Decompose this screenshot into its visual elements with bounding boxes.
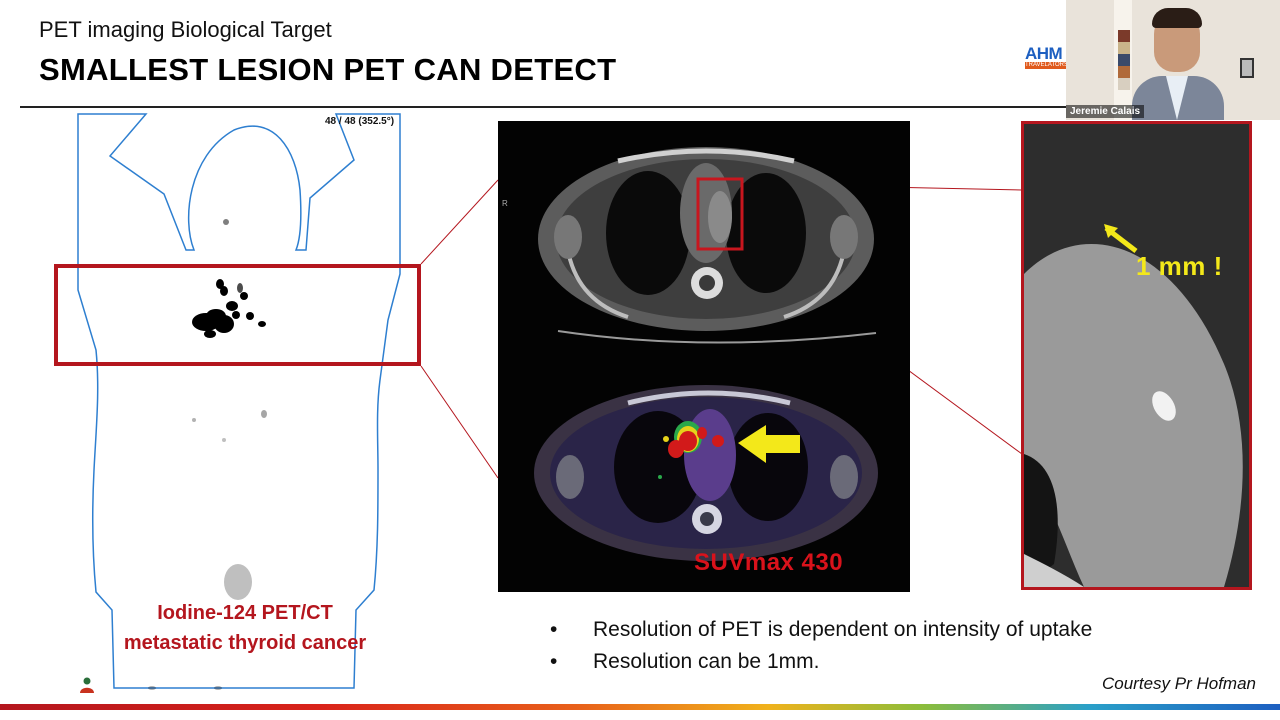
pet-lesion-arrow: [738, 425, 800, 463]
title-divider: [20, 106, 1280, 108]
background-books: [1118, 30, 1130, 90]
ct-scan-graphics: [534, 147, 878, 561]
ct-lesion-highlight: [696, 177, 744, 251]
brand-color-bar: [0, 704, 1280, 710]
suvmax-label: SUVmax 430: [694, 549, 844, 576]
participant-name-label: Jeremie Calais: [1066, 105, 1145, 118]
pet-caption: Iodine-124 PET/CT metastatic thyroid can…: [90, 598, 400, 658]
ct-axial-slice: [538, 147, 877, 344]
pet-mip-image: [77, 113, 401, 690]
image-credit: Courtesy Pr Hofman: [1102, 674, 1256, 693]
pet-region-highlight: [54, 264, 421, 366]
slide-title: SMALLEST LESION PET CAN DETECT: [39, 52, 617, 87]
bullet-marker: •: [550, 650, 558, 673]
slide-subtitle: PET imaging Biological Target: [39, 17, 332, 42]
key-point-text: Resolution can be 1mm.: [593, 650, 820, 673]
logo-tagline: TRAVELATORS: [1025, 62, 1067, 69]
ct-zoom-panel: 1 mm !: [1021, 121, 1252, 590]
ct-zoom-graphics: [1024, 124, 1249, 587]
background-picture-frame: [1240, 58, 1254, 78]
ahm-logo: AHM TRAVELATORS: [1023, 44, 1067, 70]
key-points-list: • Resolution of PET is dependent on inte…: [550, 614, 1092, 678]
pet-frame-counter: 48 / 48 (352.5°): [325, 116, 395, 127]
presenter-hair: [1152, 8, 1202, 28]
key-point: • Resolution can be 1mm.: [550, 646, 1092, 678]
pet-caption-line1: Iodine-124 PET/CT: [157, 602, 333, 624]
zoom-lesion-arrow: [1104, 224, 1118, 238]
pet-ct-fused-slice: [534, 385, 878, 561]
person-avatar-icon: [80, 677, 94, 693]
bullet-marker: •: [550, 618, 558, 641]
tracer-uptake-spots: [148, 219, 267, 690]
pet-caption-line2: metastatic thyroid cancer: [123, 632, 367, 654]
ct-image-panel: R SUVmax 430: [498, 121, 910, 592]
lesion-size-label: 1 mm !: [1136, 251, 1223, 281]
logo-text: AHM: [1025, 44, 1063, 63]
key-point: • Resolution of PET is dependent on inte…: [550, 614, 1092, 646]
key-point-text: Resolution of PET is dependent on intens…: [593, 618, 1093, 641]
ct-orientation-marker: R: [502, 199, 508, 208]
webcam-tile[interactable]: Jeremie Calais: [1066, 0, 1280, 120]
body-outline: [77, 113, 401, 689]
